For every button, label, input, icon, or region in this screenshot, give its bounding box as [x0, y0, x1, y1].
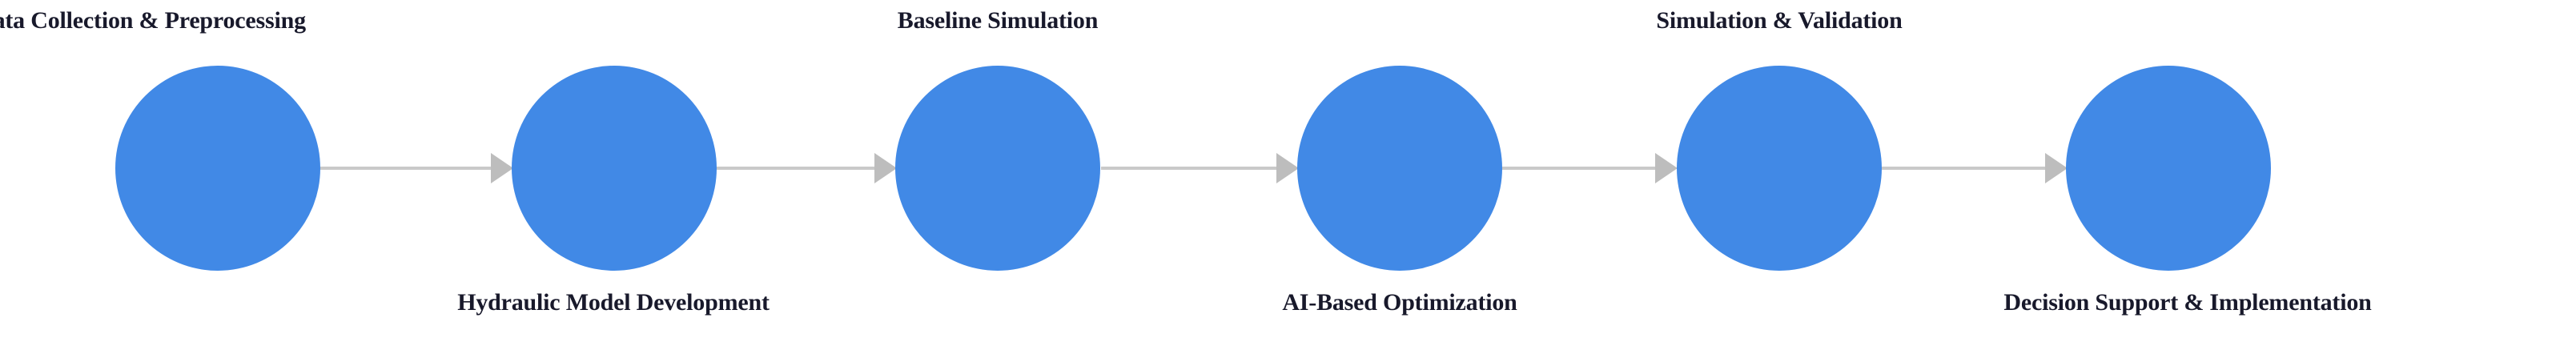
node-label-data-collection-preprocessing: Data Collection & Preprocessing	[0, 7, 306, 34]
arrowhead-icon	[1655, 153, 1678, 183]
node-circle-decision-support-implementation[interactable]	[2066, 66, 2271, 271]
node-label-decision-support-implementation: Decision Support & Implementation	[2003, 289, 2372, 316]
node-circle-data-collection-preprocessing[interactable]	[115, 66, 320, 271]
nodes-group	[115, 66, 2271, 271]
connectors-group	[320, 153, 2068, 183]
connector-1-to-2	[320, 153, 513, 183]
node-circle-hydraulic-model-development[interactable]	[512, 66, 717, 271]
node-label-baseline-simulation: Baseline Simulation	[897, 7, 1099, 34]
connector-3-to-4	[1101, 153, 1299, 183]
connector-2-to-3	[717, 153, 897, 183]
connector-5-to-6	[1882, 153, 2068, 183]
node-circle-simulation-validation[interactable]	[1677, 66, 1882, 271]
arrowhead-icon	[2045, 153, 2068, 183]
arrowhead-icon	[491, 153, 513, 183]
node-circle-baseline-simulation[interactable]	[895, 66, 1100, 271]
node-circle-ai-based-optimization[interactable]	[1297, 66, 1502, 271]
node-label-simulation-validation: Simulation & Validation	[1656, 7, 1903, 34]
node-label-hydraulic-model-development: Hydraulic Model Development	[457, 289, 770, 316]
connector-4-to-5	[1502, 153, 1678, 183]
arrowhead-icon	[874, 153, 897, 183]
arrowhead-icon	[1276, 153, 1299, 183]
node-label-ai-based-optimization: AI-Based Optimization	[1282, 289, 1517, 316]
